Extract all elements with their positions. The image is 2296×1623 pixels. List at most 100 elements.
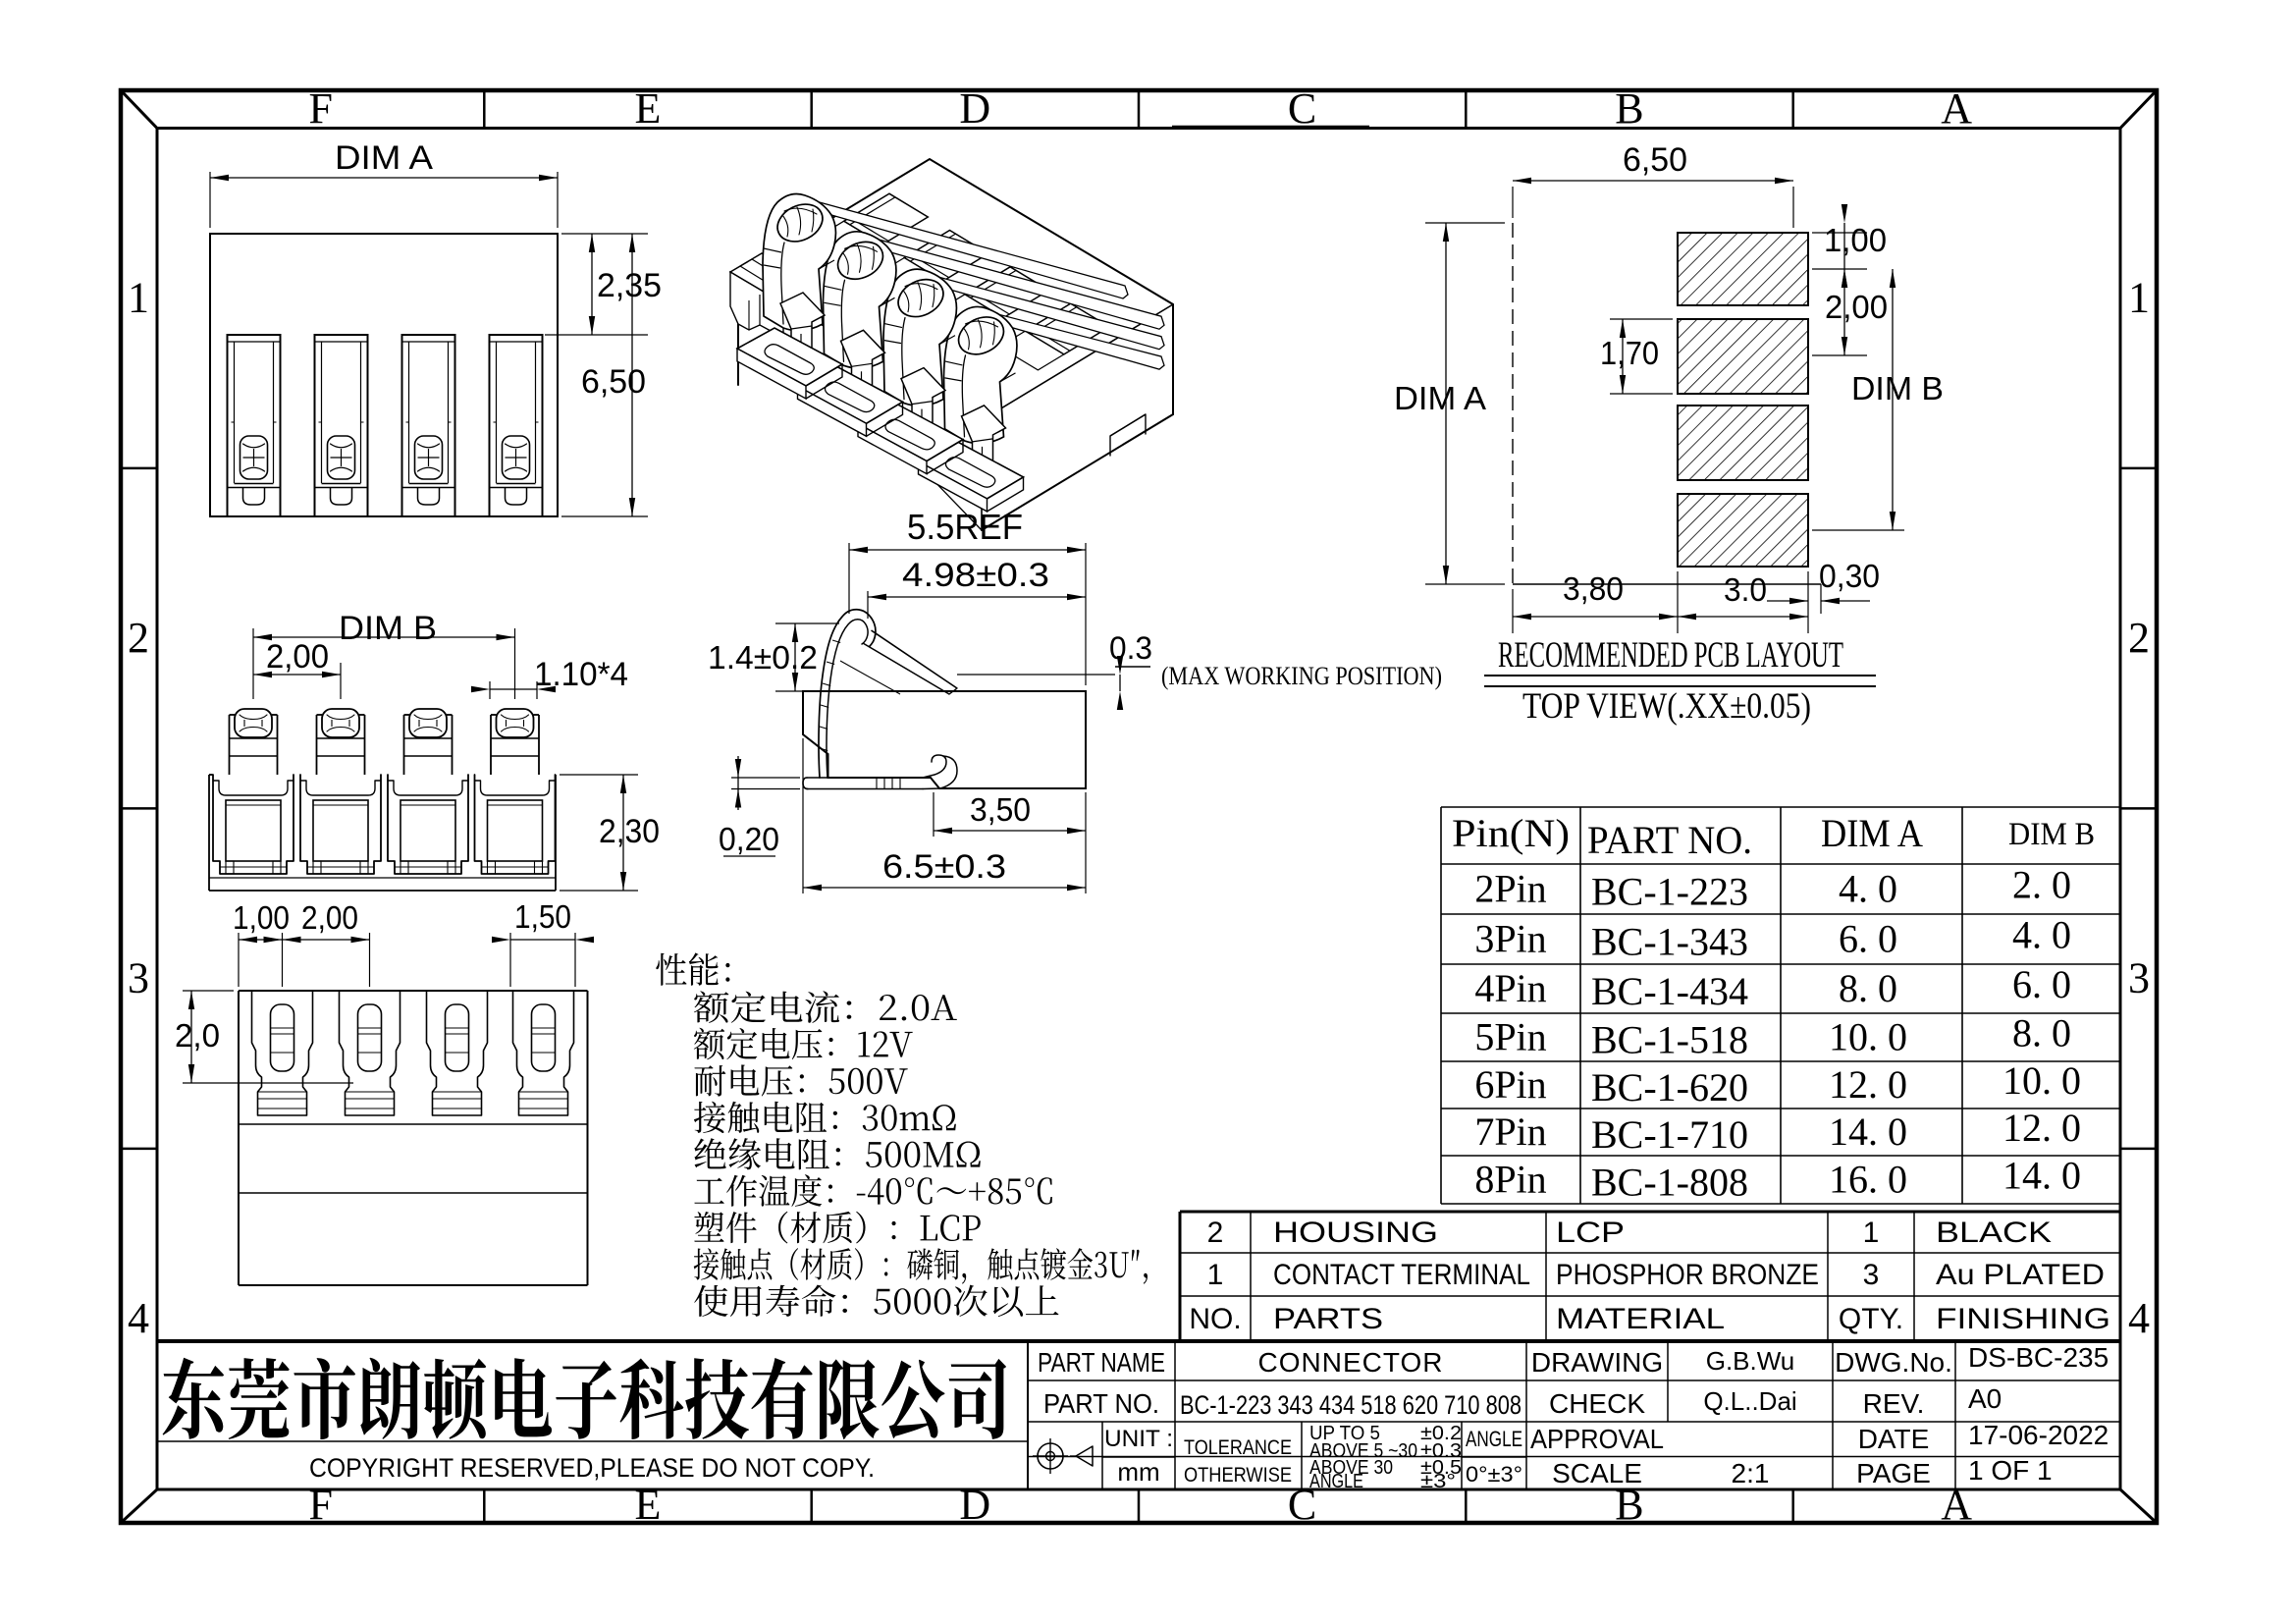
svg-text:DRAWING: DRAWING [1531,1347,1663,1378]
svg-text:8. 0: 8. 0 [2012,1011,2071,1055]
svg-text:A: A [1941,84,1972,133]
svg-text:BC-1-223: BC-1-223 [1591,870,1748,914]
svg-text:B: B [1615,84,1643,133]
svg-text:6,50: 6,50 [1623,141,1687,179]
svg-text:1,50: 1,50 [514,898,571,935]
svg-text:2,00: 2,00 [1825,289,1888,325]
svg-text:2. 0: 2. 0 [2012,863,2071,907]
svg-text:HOUSING: HOUSING [1273,1217,1438,1249]
svg-text:F: F [308,84,332,133]
svg-text:3,50: 3,50 [970,791,1031,828]
svg-text:6Pin: 6Pin [1474,1062,1546,1107]
svg-text:E: E [635,84,662,133]
svg-text:1,70: 1,70 [1600,335,1659,371]
svg-text:DIM B: DIM B [339,610,437,647]
svg-text:E: E [635,1481,662,1529]
svg-text:2:1: 2:1 [1732,1458,1770,1488]
svg-text:OTHERWISE: OTHERWISE [1184,1464,1292,1487]
svg-text:4.98±0.3: 4.98±0.3 [902,557,1049,594]
svg-text:14. 0: 14. 0 [2002,1154,2081,1198]
svg-text:4. 0: 4. 0 [1839,867,1897,911]
svg-text:DIM A: DIM A [1821,811,1923,855]
svg-text:PART NAME: PART NAME [1038,1347,1165,1378]
svg-text:1,00: 1,00 [233,899,290,936]
svg-text:NO.: NO. [1189,1303,1241,1335]
svg-text:16. 0: 16. 0 [1829,1158,1907,1202]
svg-text:DIM B: DIM B [1851,370,1944,406]
svg-text:CONNECTOR: CONNECTOR [1258,1347,1444,1378]
svg-text:1: 1 [128,273,149,321]
svg-text:6.5±0.3: 6.5±0.3 [882,848,1006,886]
svg-text:4. 0: 4. 0 [2012,913,2071,957]
svg-text:12. 0: 12. 0 [2002,1106,2081,1150]
svg-text:5Pin: 5Pin [1474,1015,1546,1059]
svg-text:COPYRIGHT RESERVED,PLEASE DO: COPYRIGHT RESERVED,PLEASE DO NOT COPY. [309,1453,875,1483]
svg-text:7Pin: 7Pin [1474,1109,1546,1154]
svg-text:PART NO.: PART NO. [1043,1388,1159,1419]
svg-text:C: C [1288,84,1316,133]
svg-text:1,00: 1,00 [1824,222,1887,258]
svg-text:8Pin: 8Pin [1474,1158,1546,1202]
svg-text:2,30: 2,30 [599,813,660,850]
svg-text:BLACK: BLACK [1936,1217,2052,1249]
svg-text:UNIT :: UNIT : [1104,1426,1173,1452]
svg-text:Q.L..Dai: Q.L..Dai [1703,1386,1796,1416]
svg-text:CONTACT TERMINAL: CONTACT TERMINAL [1273,1259,1530,1291]
svg-text:6. 0: 6. 0 [1839,917,1897,961]
svg-text:12. 0: 12. 0 [1829,1062,1907,1107]
svg-text:DIM B: DIM B [2008,817,2095,852]
svg-text:2,00: 2,00 [301,899,358,936]
svg-text:3Pin: 3Pin [1474,917,1546,961]
svg-text:5.5REF: 5.5REF [907,507,1023,547]
svg-text:2,35: 2,35 [597,267,662,304]
svg-text:A0: A0 [1968,1383,2002,1414]
svg-text:FINISHING: FINISHING [1936,1303,2110,1335]
svg-text:2,00: 2,00 [266,638,329,676]
svg-text:2: 2 [128,614,149,662]
svg-text:RECOMMENDED PCB LAYOUT: RECOMMENDED PCB LAYOUT [1498,635,1843,676]
svg-text:BC-1-710: BC-1-710 [1591,1112,1748,1157]
svg-text:CHECK: CHECK [1549,1388,1645,1419]
svg-text:mm: mm [1117,1457,1159,1487]
svg-text:Pin(N): Pin(N) [1452,811,1570,855]
svg-text:2: 2 [2128,614,2150,662]
svg-text:BC-1-223 343 434 518 620: BC-1-223 343 434 518 620 710 808 [1180,1390,1522,1420]
svg-text:MATERIAL: MATERIAL [1556,1303,1725,1335]
svg-text:D: D [959,1481,990,1529]
svg-text:ANGLE: ANGLE [1309,1471,1363,1492]
svg-text:DIM A: DIM A [335,139,433,177]
svg-text:BC-1-518: BC-1-518 [1591,1018,1748,1062]
svg-text:4: 4 [2128,1294,2150,1342]
svg-text:1: 1 [2128,273,2150,321]
svg-text:±0.3: ±0.3 [1420,1440,1462,1462]
svg-text:1 OF 1: 1 OF 1 [1968,1455,2053,1486]
svg-text:(MAX WORKING POSITION): (MAX WORKING POSITION) [1161,662,1442,690]
svg-text:DWG.No.: DWG.No. [1835,1347,1952,1378]
svg-text:14. 0: 14. 0 [1829,1109,1907,1154]
svg-text:0°±3°: 0°±3° [1466,1462,1522,1487]
svg-text:SCALE: SCALE [1552,1458,1642,1488]
svg-text:3: 3 [128,954,149,1002]
svg-text:DATE: DATE [1858,1424,1930,1454]
svg-text:TOP VIEW(.XX±0.05): TOP VIEW(.XX±0.05) [1522,686,1811,727]
svg-text:ABOVE 5 ~30: ABOVE 5 ~30 [1309,1440,1417,1462]
svg-text:2Pin: 2Pin [1474,867,1546,911]
svg-text:A: A [1941,1481,1972,1529]
svg-text:G.B.Wu: G.B.Wu [1706,1346,1795,1376]
svg-text:B: B [1615,1481,1643,1529]
svg-text:4: 4 [128,1294,149,1342]
svg-text:QTY.: QTY. [1839,1303,1903,1335]
svg-text:DS-BC-235: DS-BC-235 [1968,1342,2109,1373]
svg-text:±3°: ±3° [1420,1471,1456,1492]
svg-text:3,80: 3,80 [1563,570,1624,607]
svg-text:3: 3 [1863,1259,1880,1291]
svg-text:±0.2: ±0.2 [1420,1423,1462,1444]
svg-text:PART NO.: PART NO. [1587,818,1752,862]
svg-text:BC-1-343: BC-1-343 [1591,920,1748,964]
svg-text:4Pin: 4Pin [1474,966,1546,1010]
svg-text:Au PLATED: Au PLATED [1936,1259,2105,1291]
svg-text:1.10*4: 1.10*4 [534,656,628,693]
svg-text:PAGE: PAGE [1856,1458,1931,1488]
svg-text:3.0: 3.0 [1724,571,1767,608]
svg-text:±0.5: ±0.5 [1420,1457,1462,1479]
